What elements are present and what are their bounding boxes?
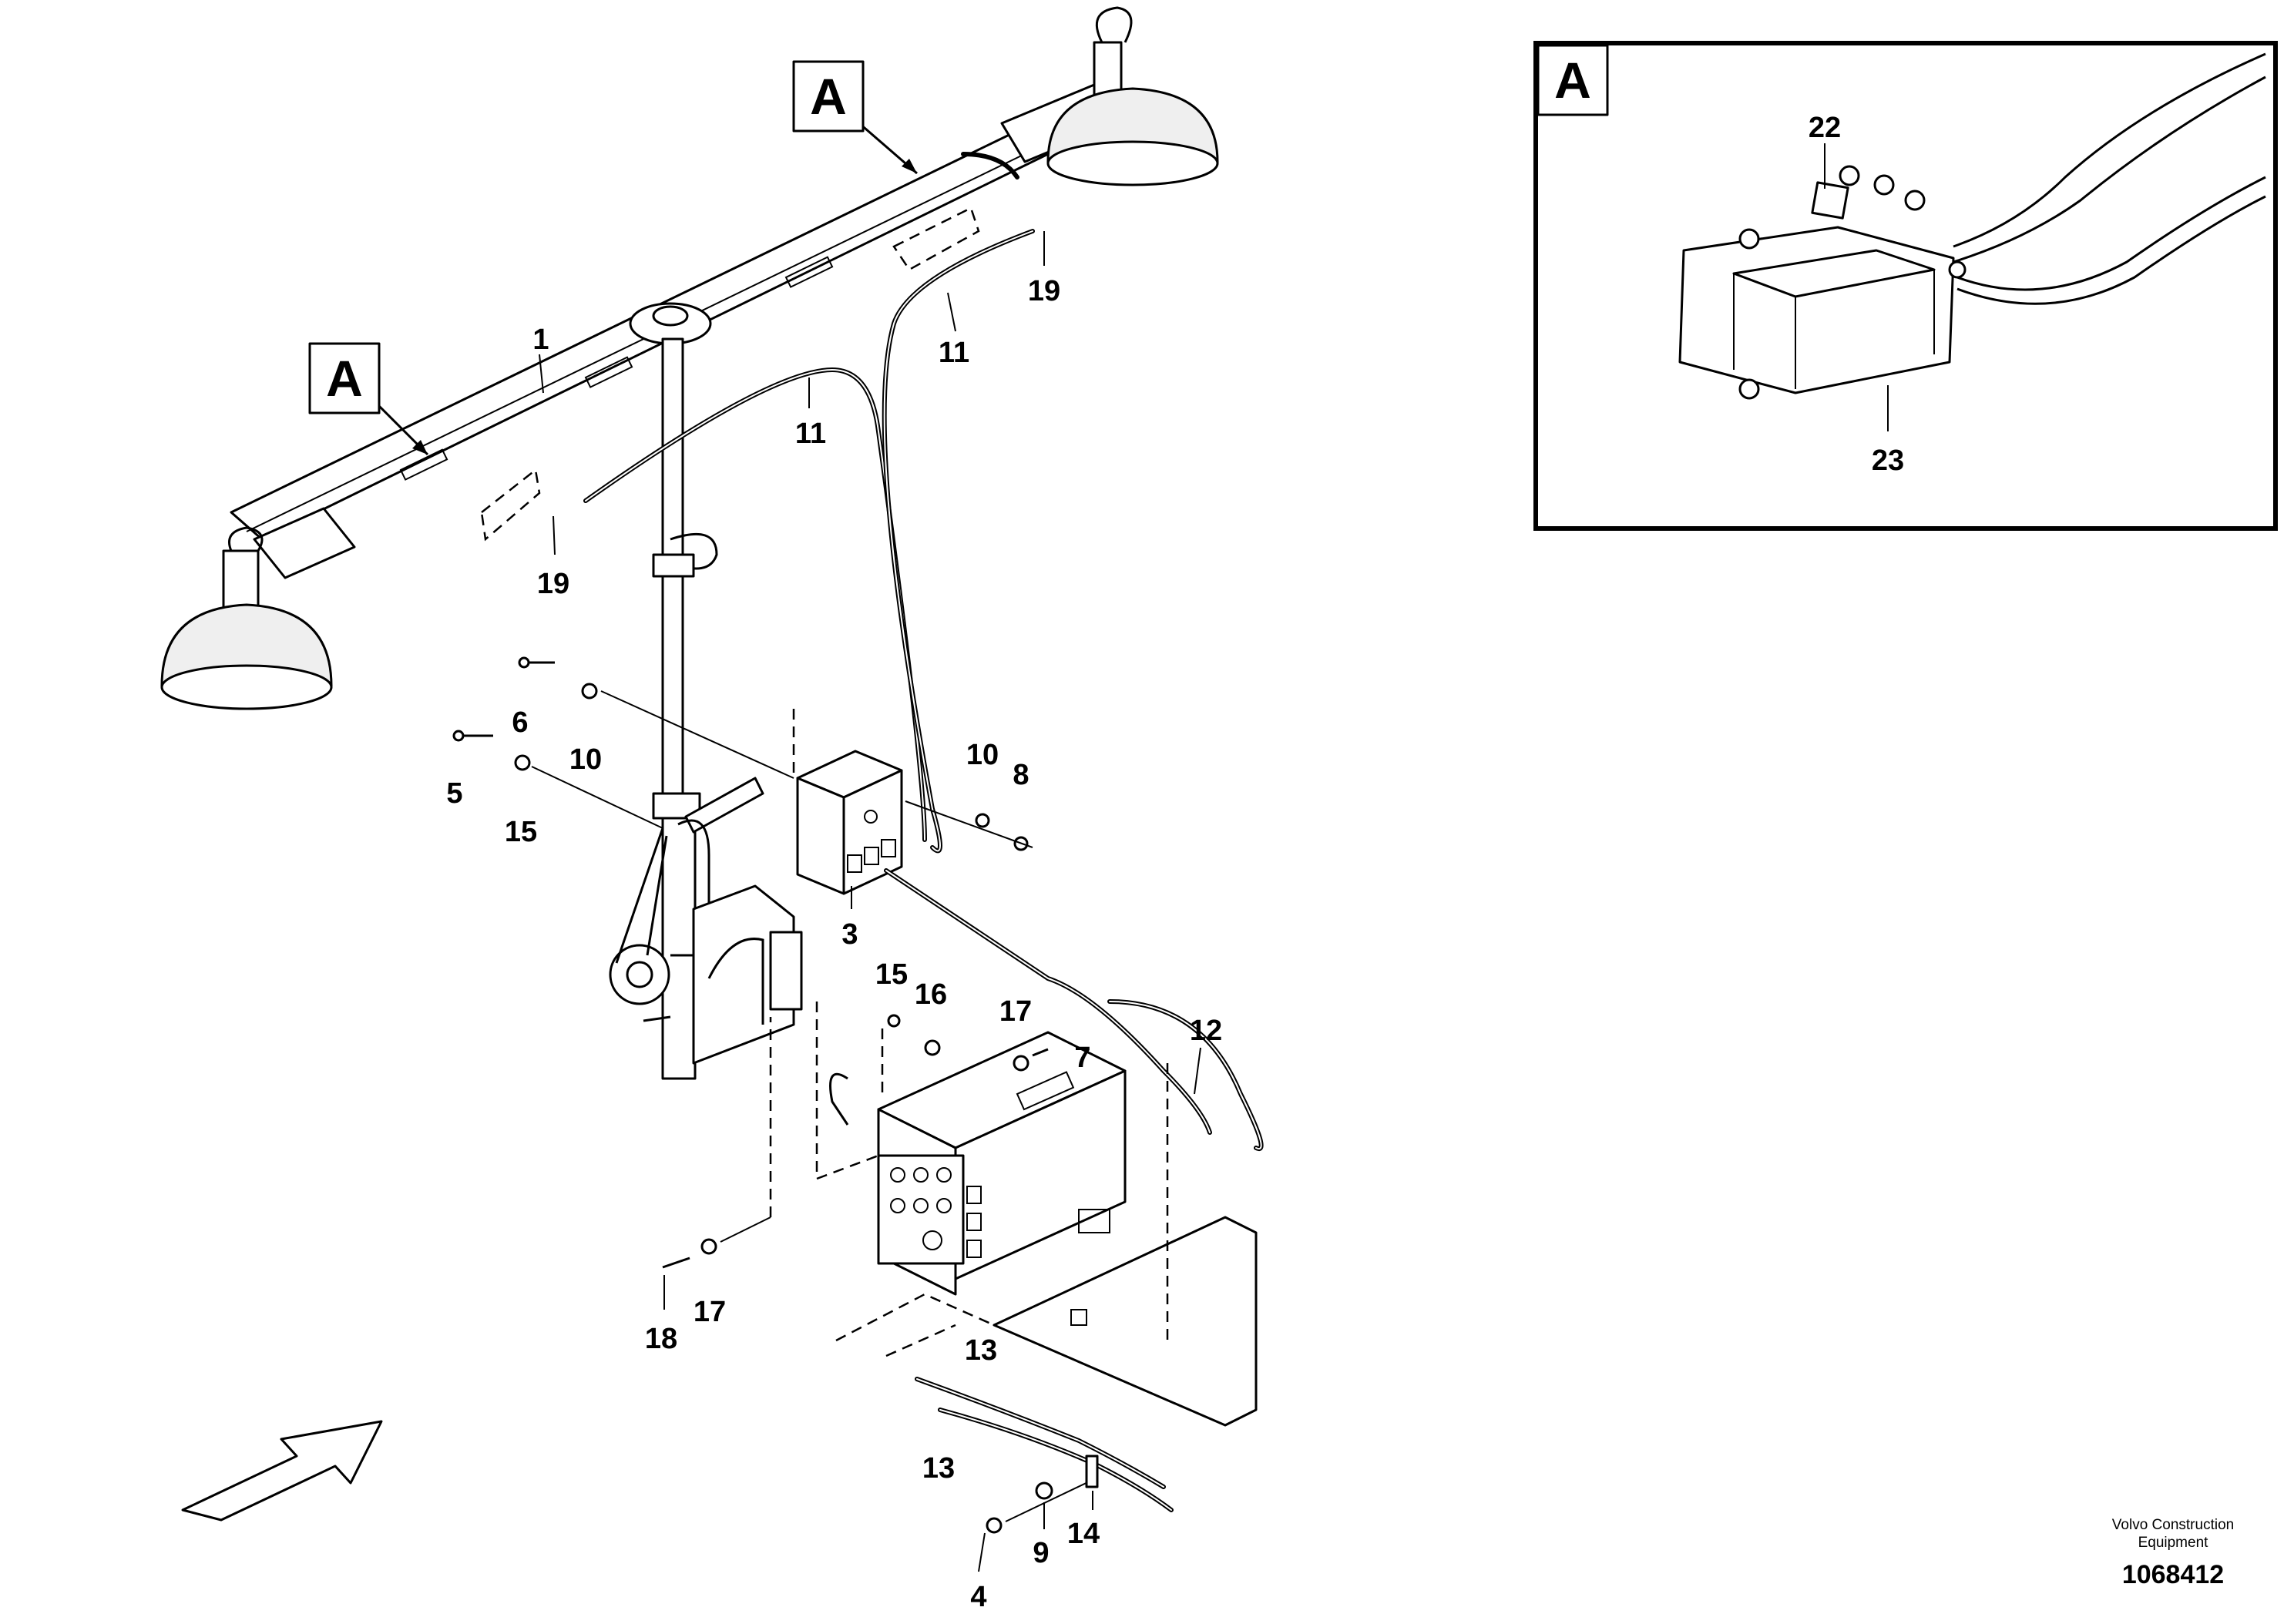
part-label-13: 13 [965, 1334, 997, 1367]
callout-marker-left: A [308, 342, 381, 414]
callout-letter: A [326, 350, 363, 407]
part-label-11: 11 [795, 418, 826, 450]
detail-label-22: 22 [1809, 112, 1841, 144]
part-label-19: 19 [537, 568, 569, 600]
light-mast [609, 337, 803, 1080]
part-label-8: 8 [1013, 759, 1029, 791]
document-number: 1068412 [2122, 1560, 2224, 1589]
part-label-10: 10 [966, 739, 999, 771]
cable-11-right [882, 229, 1035, 854]
light-bar-assembly [160, 6, 1219, 710]
part-label-3: 3 [841, 918, 858, 951]
part-label-17: 17 [694, 1296, 726, 1328]
wire-harnesses [583, 152, 1264, 1512]
part-label-15: 15 [505, 816, 537, 848]
part-number-labels: 1 11 11 19 19 6 10 5 15 3 10 8 15 16 17 … [446, 275, 1222, 1613]
forward-direction-arrow [181, 1420, 383, 1522]
part-label-14: 14 [1067, 1518, 1100, 1550]
part-label-7: 7 [1074, 1042, 1090, 1074]
part-label-9: 9 [1033, 1537, 1049, 1569]
part-label-1: 1 [532, 324, 549, 356]
mast-lower-tube [661, 800, 697, 1080]
part-label-15: 15 [875, 958, 908, 991]
fasteners [452, 656, 1169, 1534]
connector-housing [1678, 226, 1955, 394]
part-label-13: 13 [922, 1452, 955, 1485]
part-label-6: 6 [512, 706, 528, 739]
part-label-16: 16 [915, 978, 947, 1011]
part-label-17: 17 [999, 995, 1032, 1028]
credit-line-2: Equipment [2138, 1535, 2209, 1551]
detail-view-a: A 22 23 [1533, 41, 2278, 531]
credit-line-1: Volvo Construction [2112, 1517, 2234, 1533]
footer-credit: Volvo Construction Equipment 1068412 [2112, 1517, 2234, 1589]
part-label-18: 18 [645, 1323, 677, 1355]
part-label-11: 11 [939, 337, 969, 369]
frame-bracket [829, 1031, 1258, 1427]
part-label-19: 19 [1028, 275, 1060, 307]
part-label-12: 12 [1190, 1015, 1222, 1047]
part-label-5: 5 [446, 777, 462, 810]
callout-marker-top: A [792, 60, 865, 133]
leader-lines [376, 122, 1201, 1572]
part-label-10: 10 [569, 743, 602, 776]
detail-marker: A [1554, 52, 1591, 109]
callout-letter: A [810, 68, 847, 125]
part-label-4: 4 [970, 1581, 986, 1613]
detail-label-23: 23 [1872, 445, 1904, 477]
control-box [792, 709, 903, 895]
